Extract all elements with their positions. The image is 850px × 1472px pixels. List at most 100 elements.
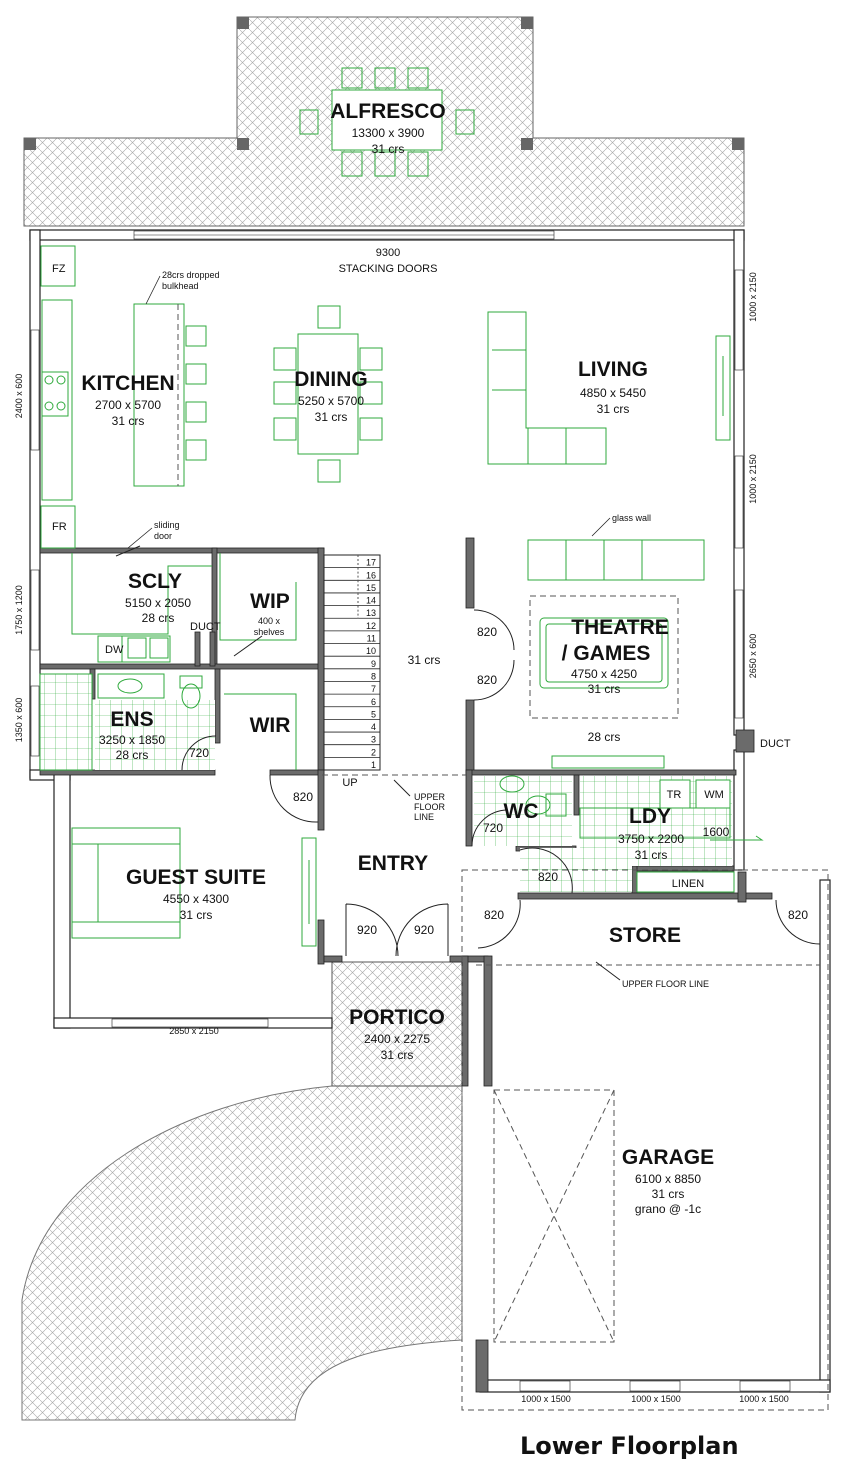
ens-door: 720 (189, 746, 209, 760)
plan-subtitle: Lower Floorplan (520, 1432, 739, 1460)
stair-number: 1 (371, 760, 376, 770)
garage-car-bay (493, 1089, 615, 1343)
living-name: LIVING (578, 358, 648, 381)
scly-name: SCLY (128, 570, 182, 593)
upper-floor-lines (322, 774, 829, 1411)
windows (30, 230, 791, 1392)
stair-number: 17 (366, 558, 376, 568)
tr-label: TR (667, 789, 682, 801)
window-right-mid: 1000 x 2150 (748, 454, 758, 504)
alfresco-dims: 13300 x 3900 (352, 126, 425, 140)
fridge-label: FR (52, 521, 67, 533)
theatre-fixtures (527, 539, 705, 769)
stair-number: 14 (366, 596, 376, 606)
theatre-floor: 31 crs (588, 682, 621, 696)
ldy-out-door: 1600 (703, 825, 730, 839)
upper-floor-line-label: UPPER FLOOR LINE (622, 979, 709, 989)
sliding-note-1: sliding (154, 520, 180, 530)
wm-label: WM (704, 789, 724, 801)
alfresco-table (299, 67, 475, 177)
window-left-ens: 1350 x 600 (14, 698, 24, 743)
living-floor: 31 crs (597, 402, 630, 416)
alfresco-floor: 31 crs (372, 142, 405, 156)
store-door-right: 820 (788, 908, 808, 922)
scullery-bench (71, 553, 297, 663)
stair-number: 3 (371, 735, 376, 745)
wir-door: 820 (293, 790, 313, 804)
wip-name: WIP (250, 590, 290, 613)
stair-number: 9 (371, 659, 376, 669)
kitchen-floor: 31 crs (112, 414, 145, 428)
dining-dims: 5250 x 5700 (298, 394, 364, 408)
stair-number: 12 (366, 621, 376, 631)
stair-number: 10 (366, 646, 376, 656)
freezer-label: FZ (52, 263, 66, 275)
linen-label: LINEN (672, 878, 704, 890)
dining-table (273, 305, 383, 483)
stair-number: 2 (371, 747, 376, 757)
stair-number: 11 (367, 634, 376, 644)
bulkhead-note-1: 28crs dropped (162, 270, 220, 280)
window-left-kitchen: 2400 x 600 (14, 374, 24, 419)
entry-door-right: 920 (414, 923, 434, 937)
store-door-left: 820 (484, 908, 504, 922)
theatre-door-b: 820 (477, 673, 497, 687)
stair-number: 8 (371, 671, 376, 681)
wir-name: WIR (250, 714, 291, 737)
wir-shelves (224, 693, 297, 770)
ens-name: ENS (110, 708, 153, 731)
guest-name: GUEST SUITE (126, 866, 266, 889)
portico-floor: 31 crs (381, 1048, 414, 1062)
ldy-floor: 31 crs (635, 848, 668, 862)
ldy-dims: 3750 x 2200 (618, 832, 684, 846)
driveway-paving (21, 1085, 463, 1421)
window-garage-1: 1000 x 1500 (521, 1394, 571, 1404)
entry-name: ENTRY (358, 852, 428, 875)
stair-number: 13 (366, 608, 376, 618)
dishwasher-label: DW (105, 644, 124, 656)
entry-door-left: 920 (357, 923, 377, 937)
ldy-name: LDY (629, 805, 671, 828)
stair-number: 16 (366, 570, 376, 580)
kitchen-benches (40, 245, 207, 549)
stair-number: 4 (371, 722, 376, 732)
wc-name: WC (504, 800, 539, 823)
living-dims: 4850 x 5450 (580, 386, 646, 400)
portico-dims: 2400 x 2275 (364, 1032, 430, 1046)
upper-floor-note-2: FLOOR (414, 802, 446, 812)
living-sofa (487, 311, 731, 465)
ens-floor: 28 crs (116, 748, 149, 762)
hall-floor: 31 crs (408, 653, 441, 667)
scly-floor: 28 crs (142, 611, 175, 625)
dining-name: DINING (294, 368, 368, 391)
theatre-door-a: 820 (477, 625, 497, 639)
duct-label: DUCT (190, 621, 221, 633)
kitchen-dims: 2700 x 5700 (95, 398, 161, 412)
store-name: STORE (609, 924, 681, 947)
portico-paving (331, 961, 463, 1087)
doors (115, 545, 821, 957)
garage-dims: 6100 x 8850 (635, 1172, 701, 1186)
window-left-scly: 1750 x 1200 (14, 585, 24, 635)
garage-name: GARAGE (622, 1146, 714, 1169)
ensuite-fixtures (39, 673, 215, 771)
stair-number: 15 (366, 583, 376, 593)
sliding-note-2: door (154, 531, 172, 541)
window-right-theatre: 2650 x 600 (748, 634, 758, 679)
wip-note-2: shelves (254, 627, 285, 637)
stairs-up: UP (342, 777, 357, 789)
theatre-name-1: THEATRE (571, 616, 669, 639)
duct-right-label: DUCT (760, 738, 791, 750)
wc-fixtures (474, 775, 572, 846)
stair-number: 5 (371, 709, 376, 719)
wip-note-1: 400 x (258, 616, 281, 626)
window-garage-3: 1000 x 1500 (739, 1394, 789, 1404)
garage-floor: 31 crs (652, 1187, 685, 1201)
bulkhead-note-2: bulkhead (162, 281, 199, 291)
portico-name: PORTICO (349, 1006, 445, 1029)
stair-number: 7 (371, 684, 376, 694)
glass-wall-note: glass wall (612, 513, 651, 523)
stacking-doors-label: STACKING DOORS (339, 263, 438, 275)
